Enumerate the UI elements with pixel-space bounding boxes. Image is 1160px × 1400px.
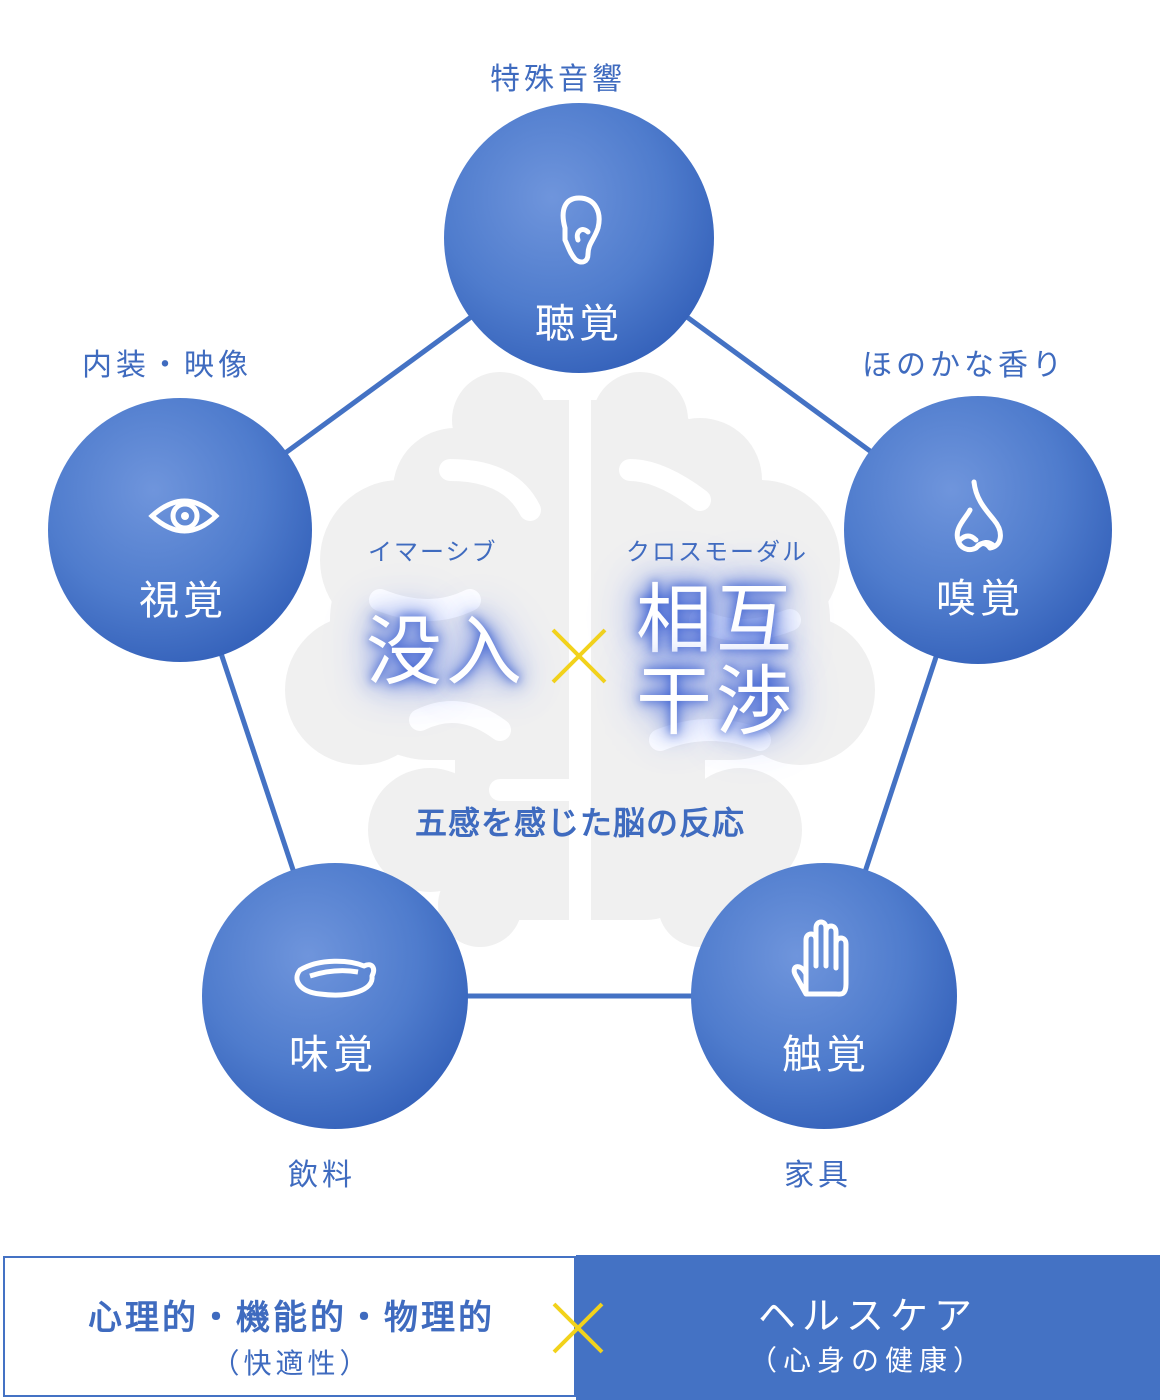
crossmodal-kana: クロスモーダル bbox=[626, 538, 808, 566]
smell-label: 嗅覚 bbox=[936, 576, 1024, 622]
taste-caption: 飲料 bbox=[288, 1158, 356, 1193]
hand-icon bbox=[791, 919, 849, 997]
hearing-caption: 特殊音響 bbox=[490, 62, 626, 97]
nose-icon bbox=[954, 479, 1003, 553]
sight-label: 視覚 bbox=[139, 578, 227, 624]
psych-functional-physical-label: 心理的・機能的・物理的 bbox=[88, 1298, 495, 1338]
five-senses-diagram: 聴覚 視覚 嗅覚 味覚 触覚 bbox=[48, 103, 1112, 1129]
sense-node-taste: 味覚 bbox=[202, 863, 468, 1129]
tongue-icon bbox=[294, 958, 377, 998]
healthcare-label: ヘルスケア bbox=[757, 1294, 978, 1338]
mind-body-health-label: （心身の健康） bbox=[748, 1344, 987, 1377]
sense-node-hearing: 聴覚 bbox=[444, 103, 714, 373]
comfort-label: （快適性） bbox=[211, 1347, 372, 1380]
sense-node-touch: 触覚 bbox=[691, 863, 957, 1129]
bottom-left-box: 心理的・機能的・物理的 （快適性） bbox=[3, 1256, 576, 1397]
bottom-cross-icon bbox=[552, 1302, 604, 1354]
taste-label: 味覚 bbox=[289, 1032, 377, 1078]
bottom-right-box: ヘルスケア （心身の健康） bbox=[576, 1255, 1160, 1400]
interaction-word-line2: 干渉 bbox=[636, 657, 796, 746]
center-cross-icon bbox=[551, 628, 607, 684]
touch-label: 触覚 bbox=[782, 1032, 870, 1078]
smell-caption: ほのかな香り bbox=[862, 348, 1066, 383]
touch-caption: 家具 bbox=[784, 1158, 852, 1193]
sight-caption: 内装・映像 bbox=[82, 348, 252, 383]
eye-icon bbox=[148, 498, 220, 534]
immersive-kana: イマーシブ bbox=[368, 538, 498, 566]
interaction-word-line1: 相互 bbox=[636, 575, 796, 664]
sense-node-smell: 嗅覚 bbox=[844, 396, 1112, 664]
sense-node-sight: 視覚 bbox=[48, 398, 312, 662]
hearing-label: 聴覚 bbox=[535, 301, 623, 347]
brain-reaction-title: 五感を感じた脳の反応 bbox=[414, 804, 745, 842]
ear-icon bbox=[560, 195, 602, 265]
immersion-word: 没入 bbox=[366, 607, 526, 696]
